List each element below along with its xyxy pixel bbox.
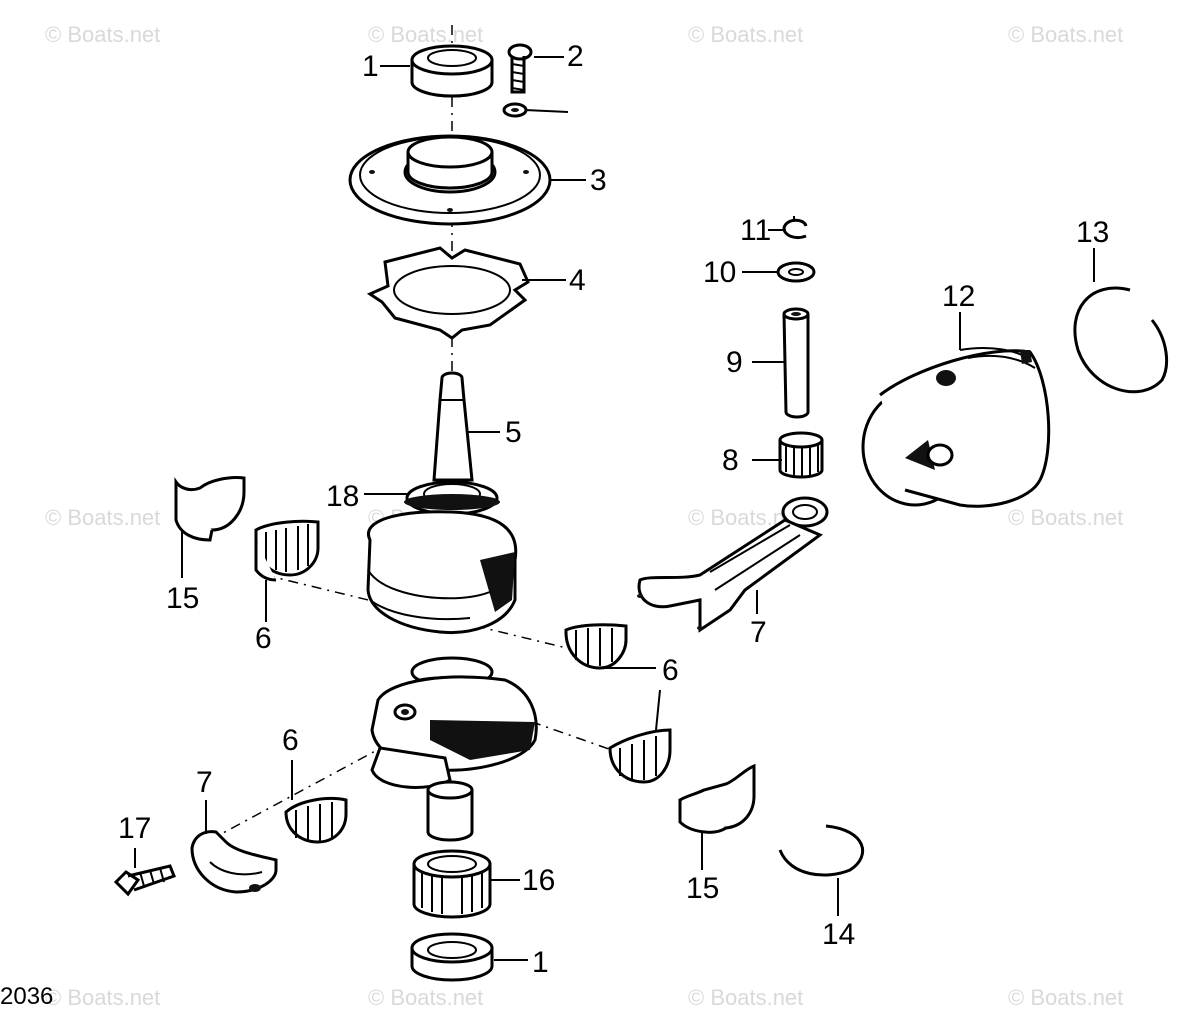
- callout-label: 11: [740, 214, 771, 247]
- callout-label: 1: [532, 946, 549, 979]
- needle-cage-right-upper: [564, 623, 628, 670]
- wrist-pin-retaining-ring: [782, 216, 808, 240]
- connecting-rod-screw: [113, 864, 176, 897]
- callout-label: 7: [750, 616, 767, 649]
- callout-label: 7: [196, 766, 213, 799]
- gasket: [366, 246, 530, 340]
- figure-id: 2036: [0, 983, 54, 1010]
- callout-label: 3: [590, 164, 607, 197]
- watermark: © Boats.net: [368, 985, 484, 1010]
- retainer-plate: [348, 134, 552, 226]
- callout-label: 12: [942, 280, 975, 313]
- leader-lines: [134, 56, 1095, 961]
- crankshaft: [366, 371, 538, 842]
- connecting-rod: [637, 496, 829, 633]
- callout-label: 5: [505, 416, 522, 449]
- watermark: © Boats.net: [45, 22, 161, 47]
- watermark: © Boats.net: [688, 22, 804, 47]
- callout-label: 15: [686, 872, 719, 905]
- piston: [861, 347, 1051, 508]
- centerline-crankpin-left: [264, 574, 576, 651]
- callout-label: 2: [567, 40, 584, 73]
- wrist-pin: [782, 307, 810, 419]
- callout-label: 16: [522, 864, 555, 897]
- thrust-washer: [776, 261, 816, 283]
- callout-label: 4: [569, 264, 586, 297]
- watermark: © Boats.net: [45, 505, 161, 530]
- callout-label: 6: [255, 622, 272, 655]
- needle-cage-upper-left: [254, 519, 320, 582]
- wrist-pin-bearing: [778, 431, 824, 479]
- callout-label: 10: [703, 256, 736, 289]
- seal-bottom: [410, 932, 494, 982]
- callout-label: 9: [726, 346, 743, 379]
- screw-bearing-retainer: [502, 43, 533, 118]
- watermark: © Boats.net: [1008, 22, 1124, 47]
- seal-top: [410, 44, 494, 98]
- callout-label: 1: [362, 50, 379, 83]
- watermark: © Boats.net: [368, 22, 484, 47]
- callout-label: 8: [722, 444, 739, 477]
- watermark: © Boats.net: [1008, 985, 1124, 1010]
- connecting-rod-cap: [190, 830, 278, 894]
- callout-label: 17: [118, 812, 151, 845]
- callout-label: 15: [166, 582, 199, 615]
- needle-bearing-lower: [412, 849, 492, 919]
- callout-label: 6: [662, 654, 679, 687]
- callout-label: 14: [822, 918, 855, 951]
- needle-cage-right-lower: [608, 728, 672, 784]
- lock-ring: [778, 824, 865, 877]
- needle-cage-lower-left: [284, 797, 348, 844]
- bearing-liner-right: [678, 763, 756, 834]
- callout-label: 13: [1076, 216, 1109, 249]
- watermark: © Boats.net: [45, 985, 161, 1010]
- piston-ring: [1073, 286, 1169, 394]
- bearing-liner-left: [174, 476, 246, 542]
- watermark: © Boats.net: [688, 985, 804, 1010]
- callout-label: 18: [326, 480, 359, 513]
- callout-label: 6: [282, 724, 299, 757]
- watermark: © Boats.net: [1008, 505, 1124, 530]
- main-bearing-upper: [404, 494, 500, 510]
